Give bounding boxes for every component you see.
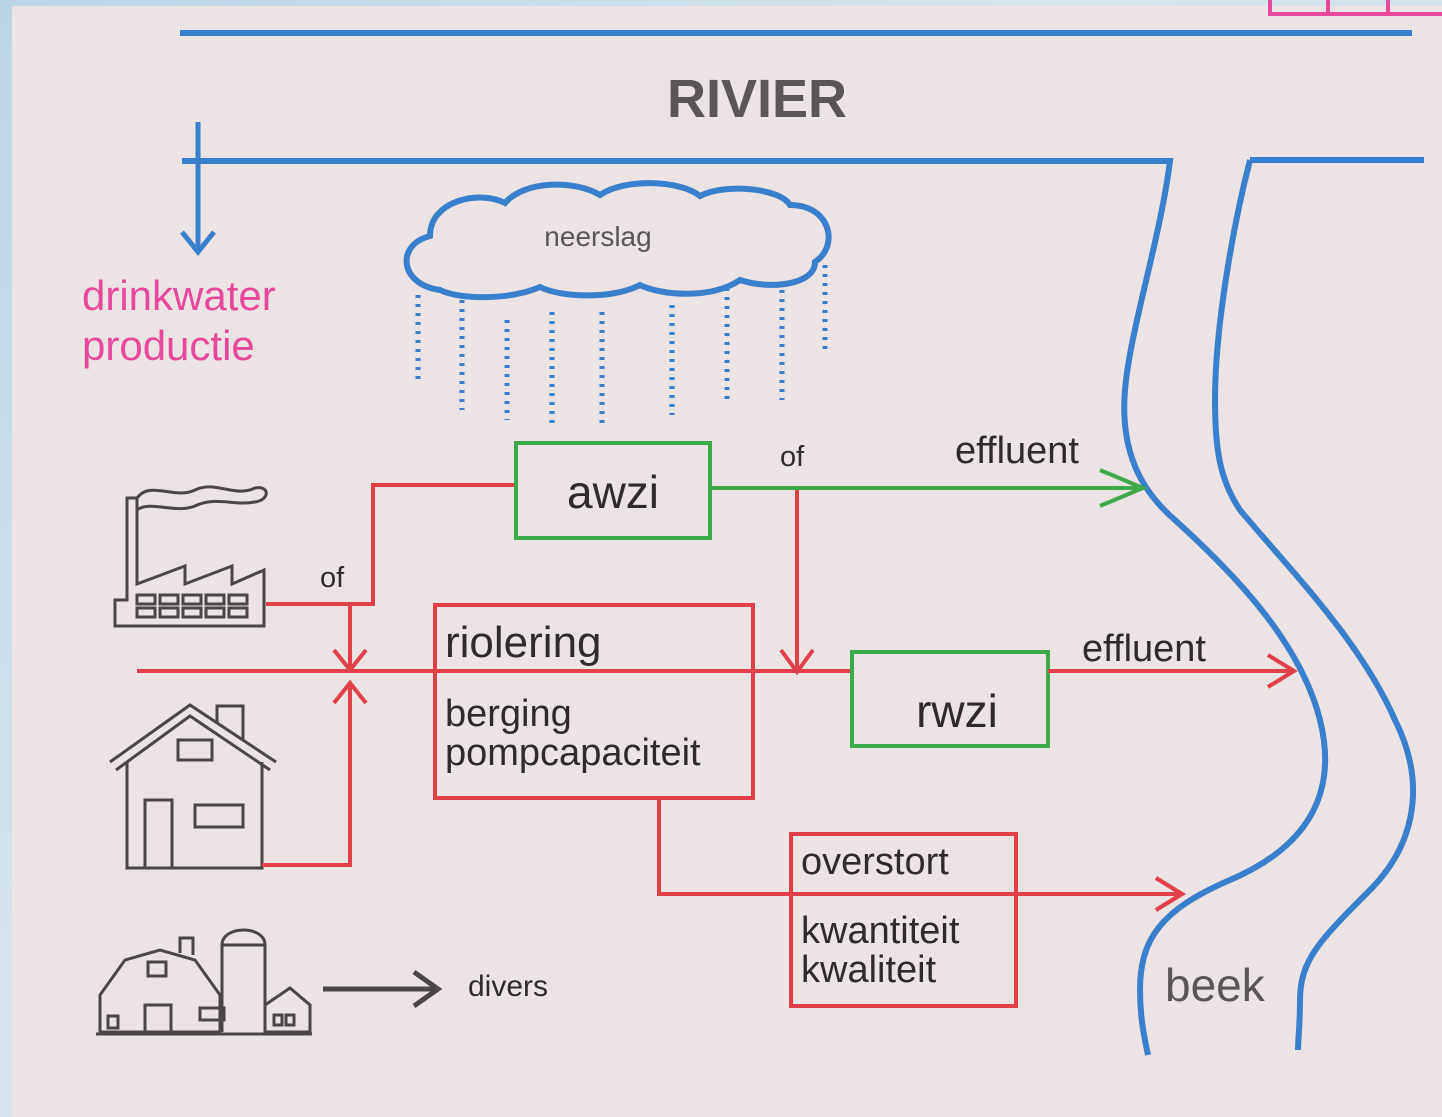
berging-label: berging — [445, 693, 572, 735]
overstort-label: overstort — [801, 841, 949, 883]
drinkwater-label-line1: drinkwater — [82, 272, 276, 319]
awzi-box: awzi — [514, 441, 712, 540]
awzi-effluent-line — [711, 468, 1149, 508]
sewer-lines — [137, 483, 1298, 912]
rwzi-label: rwzi — [916, 685, 998, 737]
kwantiteit-label: kwantiteit — [801, 910, 960, 952]
of-top-label: of — [780, 441, 805, 473]
farm-icon — [96, 928, 312, 1036]
house-icon — [109, 703, 277, 870]
divers-label: divers — [468, 970, 548, 1003]
drinkwater-label-line2: productie — [82, 322, 255, 369]
riolering-label: riolering — [445, 618, 602, 667]
factory-icon — [113, 485, 268, 628]
effluent-top-label: effluent — [955, 430, 1079, 472]
river-label: RIVIER — [667, 69, 847, 129]
effluent-mid-label: effluent — [1082, 628, 1206, 670]
riolering-box: riolering berging pompcapaciteit — [433, 603, 755, 800]
overstort-box: overstort kwantiteit kwaliteit — [789, 832, 1186, 1008]
drinkwater-intake-arrow — [180, 122, 216, 257]
divers-arrow — [323, 969, 443, 1009]
river-bottom-edge — [182, 157, 1424, 1056]
of-left-label: of — [320, 562, 345, 594]
beek-label: beek — [1165, 959, 1266, 1011]
factory-outlet-line — [266, 483, 515, 606]
house-to-sewer-line — [262, 683, 352, 867]
top-right-box-fragment — [1268, 0, 1442, 16]
pompcapaciteit-label: pompcapaciteit — [445, 732, 701, 774]
rain-streaks — [415, 265, 828, 425]
awzi-label: awzi — [567, 466, 659, 518]
kwaliteit-label: kwaliteit — [801, 949, 937, 991]
cloud-icon — [403, 180, 832, 301]
rain-label: neerslag — [544, 221, 651, 252]
rwzi-box: rwzi — [850, 650, 1050, 748]
